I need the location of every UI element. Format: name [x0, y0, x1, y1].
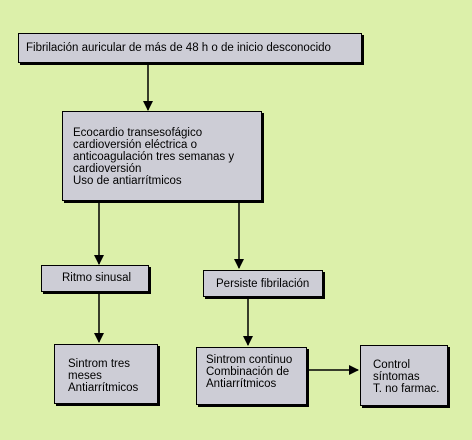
- persistent-fibrillation-label: Persiste fibrilación: [216, 278, 310, 290]
- persistent-treatment-node: Sintrom continuo Combinación de Antiarrí…: [196, 347, 307, 405]
- sinus-treatment-line-3: Antiarrítmicos: [68, 382, 139, 394]
- control-line-3: T. no farmac.: [373, 383, 440, 395]
- control-node: Control síntomas T. no farmac.: [360, 345, 448, 406]
- persistent-treatment-line-1: Sintrom continuo: [206, 354, 293, 366]
- start-node-label: Fibrilación auricular de más de 48 h o d…: [26, 42, 331, 54]
- evaluation-line-4: cardioversión: [73, 163, 142, 175]
- sinus-rhythm-node: Ritmo sinusal: [41, 265, 149, 292]
- persistent-treatment-line-3: Antiarrítmicos: [206, 378, 277, 390]
- evaluation-line-2: cardioversión eléctrica o: [73, 139, 198, 151]
- persistent-fibrillation-node: Persiste fibrilación: [203, 270, 323, 297]
- evaluation-line-5: Uso de antiarrítmicos: [73, 175, 182, 187]
- start-node: Fibrilación auricular de más de 48 h o d…: [18, 33, 362, 63]
- control-line-1: Control: [373, 359, 411, 371]
- evaluation-line-3: anticoagulación tres semanas y: [73, 151, 235, 163]
- evaluation-node: Ecocardio transesofágico cardioversión e…: [62, 111, 262, 201]
- sinus-treatment-line-2: meses: [68, 370, 102, 382]
- control-line-2: síntomas: [373, 371, 420, 383]
- persistent-treatment-line-2: Combinación de: [206, 366, 290, 378]
- sinus-rhythm-label: Ritmo sinusal: [62, 272, 132, 284]
- sinus-treatment-line-1: Sintrom tres: [68, 358, 130, 370]
- evaluation-line-1: Ecocardio transesofágico: [73, 127, 203, 139]
- sinus-treatment-node: Sintrom tres meses Antiarrítmicos: [54, 344, 158, 404]
